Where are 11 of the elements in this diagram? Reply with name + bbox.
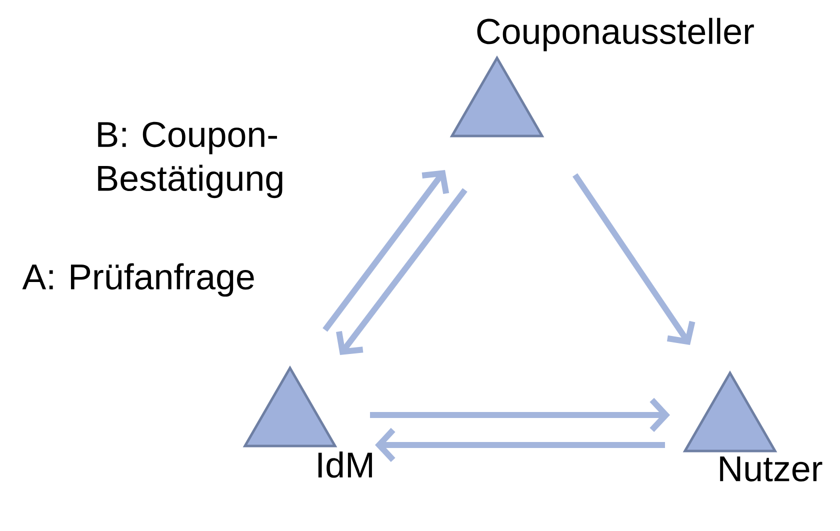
arrow bbox=[322, 170, 450, 332]
node-label: Couponaussteller bbox=[477, 18, 754, 52]
edge-label: A: Prüfanfrage bbox=[22, 263, 254, 297]
arrow bbox=[336, 188, 468, 355]
arrow bbox=[572, 173, 696, 345]
arrow bbox=[375, 428, 665, 462]
node-label: IdM bbox=[318, 451, 372, 478]
node-label: Nutzer bbox=[720, 456, 822, 482]
arrow bbox=[370, 398, 670, 432]
edge-label: B: Coupon-Bestätigung bbox=[98, 122, 282, 198]
triangle-node: Couponaussteller bbox=[450, 18, 754, 138]
